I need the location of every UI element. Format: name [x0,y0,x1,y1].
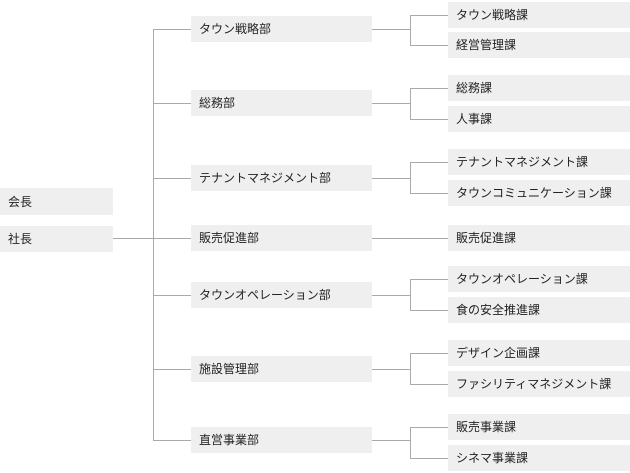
connector-section-branch [410,88,411,119]
connector-section [410,310,448,311]
connector-section-branch [410,353,411,384]
division-label: 販売促進部 [199,231,260,245]
connector-section [372,103,410,104]
connector-section-branch [410,279,411,310]
connector-section [372,178,410,179]
connector-section [410,384,448,385]
connector-section [410,119,448,120]
president-box: 社長 [0,226,113,252]
connector-division [153,29,191,30]
section-label: デザイン企画課 [456,346,541,360]
connector-division [153,440,191,441]
section-box: テナントマネジメント課 [448,149,630,175]
connector-section [410,427,448,428]
section-label: 経営管理課 [456,38,517,52]
section-label: 人事課 [456,112,493,126]
division-box: 施設管理部 [191,356,372,382]
section-label: ファシリティマネジメント課 [456,377,612,391]
division-box: 販売促進部 [191,225,372,251]
connector-section [410,15,448,16]
connector-section [372,29,410,30]
connector-section-branch [410,162,411,193]
division-label: テナントマネジメント部 [199,171,332,185]
section-label: 総務課 [456,81,493,95]
section-label: 食の安全推進課 [456,303,541,317]
division-label: 施設管理部 [199,362,260,376]
connector-president [113,238,153,239]
section-label: 販売事業課 [456,420,517,434]
connector-section [410,45,448,46]
connector-section [372,295,410,296]
section-box: シネマ事業課 [448,445,630,471]
connector-section [410,353,448,354]
division-label: 直営事業部 [199,433,260,447]
division-label: 総務部 [199,96,236,110]
section-box: 食の安全推進課 [448,297,630,323]
section-box: ファシリティマネジメント課 [448,371,630,397]
connector-trunk [153,29,154,440]
section-box: 人事課 [448,106,630,132]
chairman-box: 会長 [0,188,113,215]
connector-division [153,369,191,370]
section-label: タウンオペレーション課 [456,272,588,286]
connector-division [153,295,191,296]
connector-division [153,238,191,239]
division-label: タウン戦略部 [199,22,272,36]
section-box: デザイン企画課 [448,340,630,366]
section-label: 販売促進課 [456,231,517,245]
section-label: テナントマネジメント課 [456,155,589,169]
connector-division [153,103,191,104]
connector-section [410,162,448,163]
division-label: タウンオペレーション部 [199,288,331,302]
president-label: 社長 [8,232,33,246]
division-box: タウンオペレーション部 [191,282,372,308]
section-box: 総務課 [448,75,630,101]
section-box: タウンオペレーション課 [448,266,630,292]
division-box: テナントマネジメント部 [191,165,372,191]
connector-section-branch [410,427,411,458]
section-box: タウンコミュニケーション課 [448,180,630,206]
section-box: 販売促進課 [448,225,630,251]
section-label: タウン戦略課 [456,8,529,22]
connector-section [410,279,448,280]
division-box: タウン戦略部 [191,16,372,42]
connector-section [410,458,448,459]
connector-section [372,238,448,239]
section-label: シネマ事業課 [456,451,529,465]
section-box: タウン戦略課 [448,2,630,28]
section-box: 経営管理課 [448,32,630,58]
chairman-label: 会長 [8,194,33,209]
section-box: 販売事業課 [448,414,630,440]
connector-section [372,440,410,441]
connector-section [410,193,448,194]
connector-section [410,88,448,89]
connector-section-branch [410,15,411,45]
connector-section [372,369,410,370]
division-box: 直営事業部 [191,427,372,453]
section-label: タウンコミュニケーション課 [456,186,612,200]
connector-division [153,178,191,179]
division-box: 総務部 [191,90,372,116]
